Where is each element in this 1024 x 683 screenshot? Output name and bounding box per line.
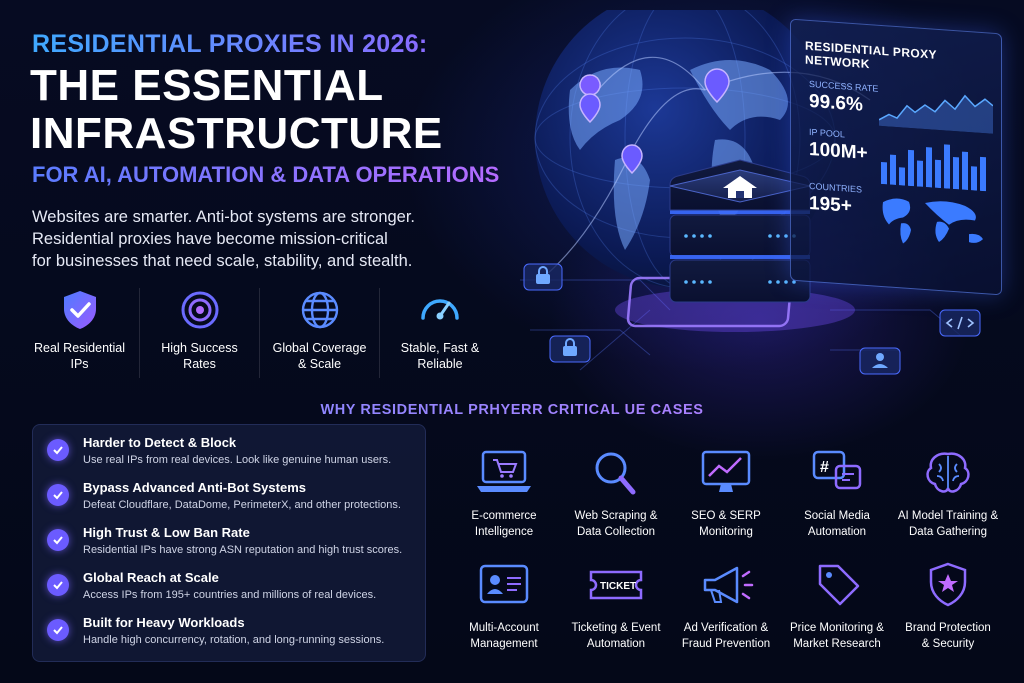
brain-icon: [926, 452, 970, 493]
id-card-icon: [479, 564, 529, 604]
monitor-chart-icon: [701, 450, 751, 492]
use-case-item: Web Scraping &Data Collection: [560, 448, 672, 540]
use-case-item: Brand Protection& Security: [892, 560, 1004, 652]
use-case-label: Brand Protection& Security: [905, 622, 991, 650]
feature-item: Global Coverage& Scale: [260, 288, 380, 378]
check-icon: [47, 439, 69, 461]
intro-line: Websites are smarter. Anti-bot systems a…: [32, 208, 416, 226]
benefit-desc: Defeat Cloudflare, DataDome, PerimeterX,…: [83, 499, 401, 511]
intro-line: Residential proxies have become mission-…: [32, 230, 388, 248]
headline-line: THE ESSENTIAL: [30, 61, 384, 110]
location-pin-icon: [621, 144, 643, 175]
location-pin-icon: [704, 68, 730, 104]
lock-icon: [549, 335, 591, 363]
bar-sparkline: [881, 144, 986, 192]
use-case-item: Ad Verification &Fraud Prevention: [670, 560, 782, 652]
stat-value: 195+: [809, 192, 852, 217]
svg-text:#: #: [820, 459, 829, 476]
section-title: WHY RESIDENTIAL PRHYERR CRITICAL UE CASE…: [0, 402, 1024, 418]
target-icon: [181, 291, 218, 329]
shield-check-icon: [63, 291, 96, 329]
benefit-desc: Use real IPs from real devices. Look lik…: [83, 454, 392, 466]
proxy-network-panel: RESIDENTIAL PROXY NETWORK SUCCESS RATE 9…: [790, 18, 1002, 296]
kicker-title: RESIDENTIAL PROXIES IN 2026:: [32, 30, 428, 58]
benefit-desc: Residential IPs have strong ASN reputati…: [83, 544, 403, 556]
stat-label: IP POOL: [809, 126, 845, 140]
stat-value: 99.6%: [809, 90, 863, 116]
check-icon: [47, 529, 69, 551]
use-case-label: AI Model Training &Data Gathering: [897, 510, 999, 538]
use-case-label: Ad Verification &Fraud Prevention: [681, 622, 771, 650]
use-case-item: Price Monitoring &Market Research: [781, 560, 893, 652]
use-case-label: Web Scraping &Data Collection: [574, 510, 658, 538]
benefit-desc: Access IPs from 195+ countries and milli…: [83, 589, 377, 601]
stat-value: 100M+: [809, 138, 868, 165]
use-case-label: Price Monitoring &Market Research: [790, 622, 884, 650]
price-tag-icon: [818, 564, 860, 606]
user-icon: [859, 347, 901, 375]
sub-kicker: FOR AI, AUTOMATION & DATA OPERATIONS: [32, 162, 500, 187]
speedometer-icon: [421, 299, 459, 320]
check-icon: [47, 619, 69, 641]
megaphone-icon: [703, 566, 754, 604]
social-hashtag-icon: #: [812, 450, 862, 490]
use-case-item: AI Model Training &Data Gathering: [892, 448, 1004, 540]
feature-label: Global Coverage& Scale: [272, 341, 367, 371]
feature-label: Stable, Fast &Reliable: [400, 341, 480, 371]
benefit-title: Global Reach at Scale: [83, 570, 219, 585]
globe-icon: [301, 291, 338, 329]
line-sparkline: [879, 94, 993, 134]
ticket-text: TICKET: [600, 581, 636, 592]
laptop-cart-icon: [477, 450, 531, 492]
brand-shield-icon: [929, 562, 967, 607]
benefit-title: Built for Heavy Workloads: [83, 615, 245, 630]
lock-icon: [523, 263, 563, 291]
benefit-title: Bypass Advanced Anti-Bot Systems: [83, 480, 306, 495]
check-icon: [47, 484, 69, 506]
ticket-icon: TICKET: [589, 570, 643, 600]
benefit-title: High Trust & Low Ban Rate: [83, 525, 250, 540]
intro-paragraph: Websites are smarter. Anti-bot systems a…: [32, 206, 462, 272]
intro-line: for businesses that need scale, stabilit…: [32, 252, 413, 270]
check-icon: [47, 574, 69, 596]
headline: THE ESSENTIAL INFRASTRUCTURE: [30, 62, 443, 158]
code-icon: [939, 309, 981, 337]
world-map-mini: [882, 198, 983, 244]
headline-line: INFRASTRUCTURE: [30, 109, 443, 158]
location-pin-icon: [579, 93, 601, 124]
benefit-desc: Handle high concurrency, rotation, and l…: [83, 634, 385, 646]
feature-item: Stable, Fast &Reliable: [380, 288, 500, 378]
panel-title: RESIDENTIAL PROXY NETWORK: [805, 38, 937, 72]
benefit-title: Harder to Detect & Block: [83, 435, 237, 450]
home-icon: [723, 176, 757, 198]
magnifier-icon: [595, 452, 636, 495]
